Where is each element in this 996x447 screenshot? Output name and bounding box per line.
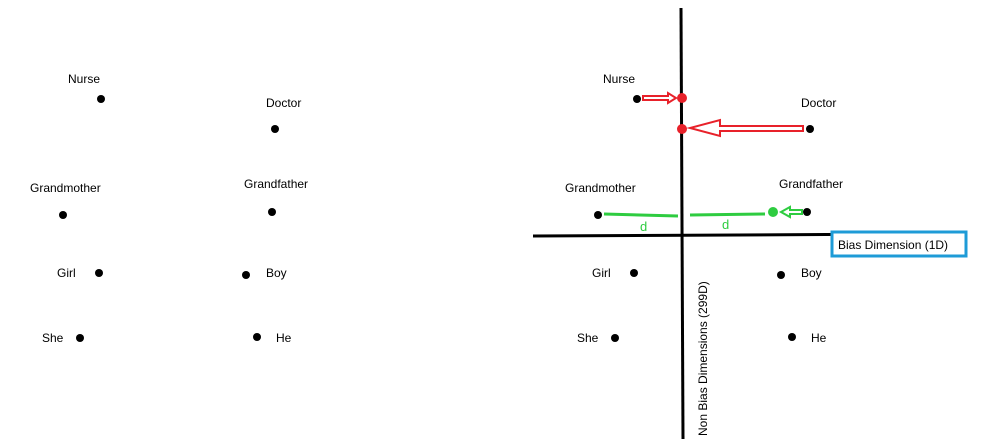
- grandfather-point: [268, 208, 276, 216]
- grandmother-label: Grandmother: [30, 181, 101, 195]
- distance-label-left: d: [640, 219, 647, 234]
- boy-label: Boy: [266, 266, 287, 280]
- nurse-label-right: Nurse: [603, 72, 635, 86]
- doctor-projected-point: [677, 124, 687, 134]
- bias-dimension-label: Bias Dimension (1D): [838, 238, 948, 252]
- he-point-right: [788, 333, 796, 341]
- girl-point-right: [630, 269, 638, 277]
- girl-label-right: Girl: [592, 266, 611, 280]
- grandfather-label: Grandfather: [244, 177, 308, 191]
- doctor-point: [271, 125, 279, 133]
- boy-label-right: Boy: [801, 266, 822, 280]
- left-panel: Nurse Doctor Grandmother Grandfather Gir…: [30, 72, 308, 345]
- bias-dimension-box: [830, 230, 968, 258]
- right-panel: Bias Dimension (1D) Non Bias Dimensions …: [532, 7, 968, 440]
- boy-point-right: [777, 271, 785, 279]
- grandmother-point: [59, 211, 67, 219]
- he-label: He: [276, 331, 292, 345]
- he-point: [253, 333, 261, 341]
- grandfather-equalized-point: [768, 207, 778, 217]
- nurse-point-right: [633, 95, 641, 103]
- she-point-right: [611, 334, 619, 342]
- grandmother-label-right: Grandmother: [565, 181, 636, 195]
- she-label-right: She: [577, 331, 599, 345]
- nurse-point: [97, 95, 105, 103]
- non-bias-axis-line: [679, 7, 685, 440]
- grandfather-point-right: [803, 208, 811, 216]
- distance-label-right: d: [722, 217, 729, 232]
- nurse-projection-arrow: [642, 91, 678, 105]
- doctor-label-right: Doctor: [801, 96, 836, 110]
- equalize-distance-left: [603, 212, 679, 218]
- he-label-right: He: [811, 331, 827, 345]
- doctor-label: Doctor: [266, 96, 301, 110]
- doctor-projection-arrow: [686, 118, 804, 138]
- girl-point: [95, 269, 103, 277]
- grandfather-equalize-arrow: [778, 205, 803, 219]
- she-point: [76, 334, 84, 342]
- doctor-point-right: [806, 125, 814, 133]
- girl-label: Girl: [57, 266, 76, 280]
- non-bias-dimension-label: Non Bias Dimensions (299D): [696, 281, 710, 436]
- boy-point: [242, 271, 250, 279]
- she-label: She: [42, 331, 64, 345]
- nurse-projected-point: [677, 93, 687, 103]
- equalize-distance-right: [689, 212, 766, 217]
- grandmother-point-right: [594, 211, 602, 219]
- nurse-label: Nurse: [68, 72, 100, 86]
- grandfather-label-right: Grandfather: [779, 177, 843, 191]
